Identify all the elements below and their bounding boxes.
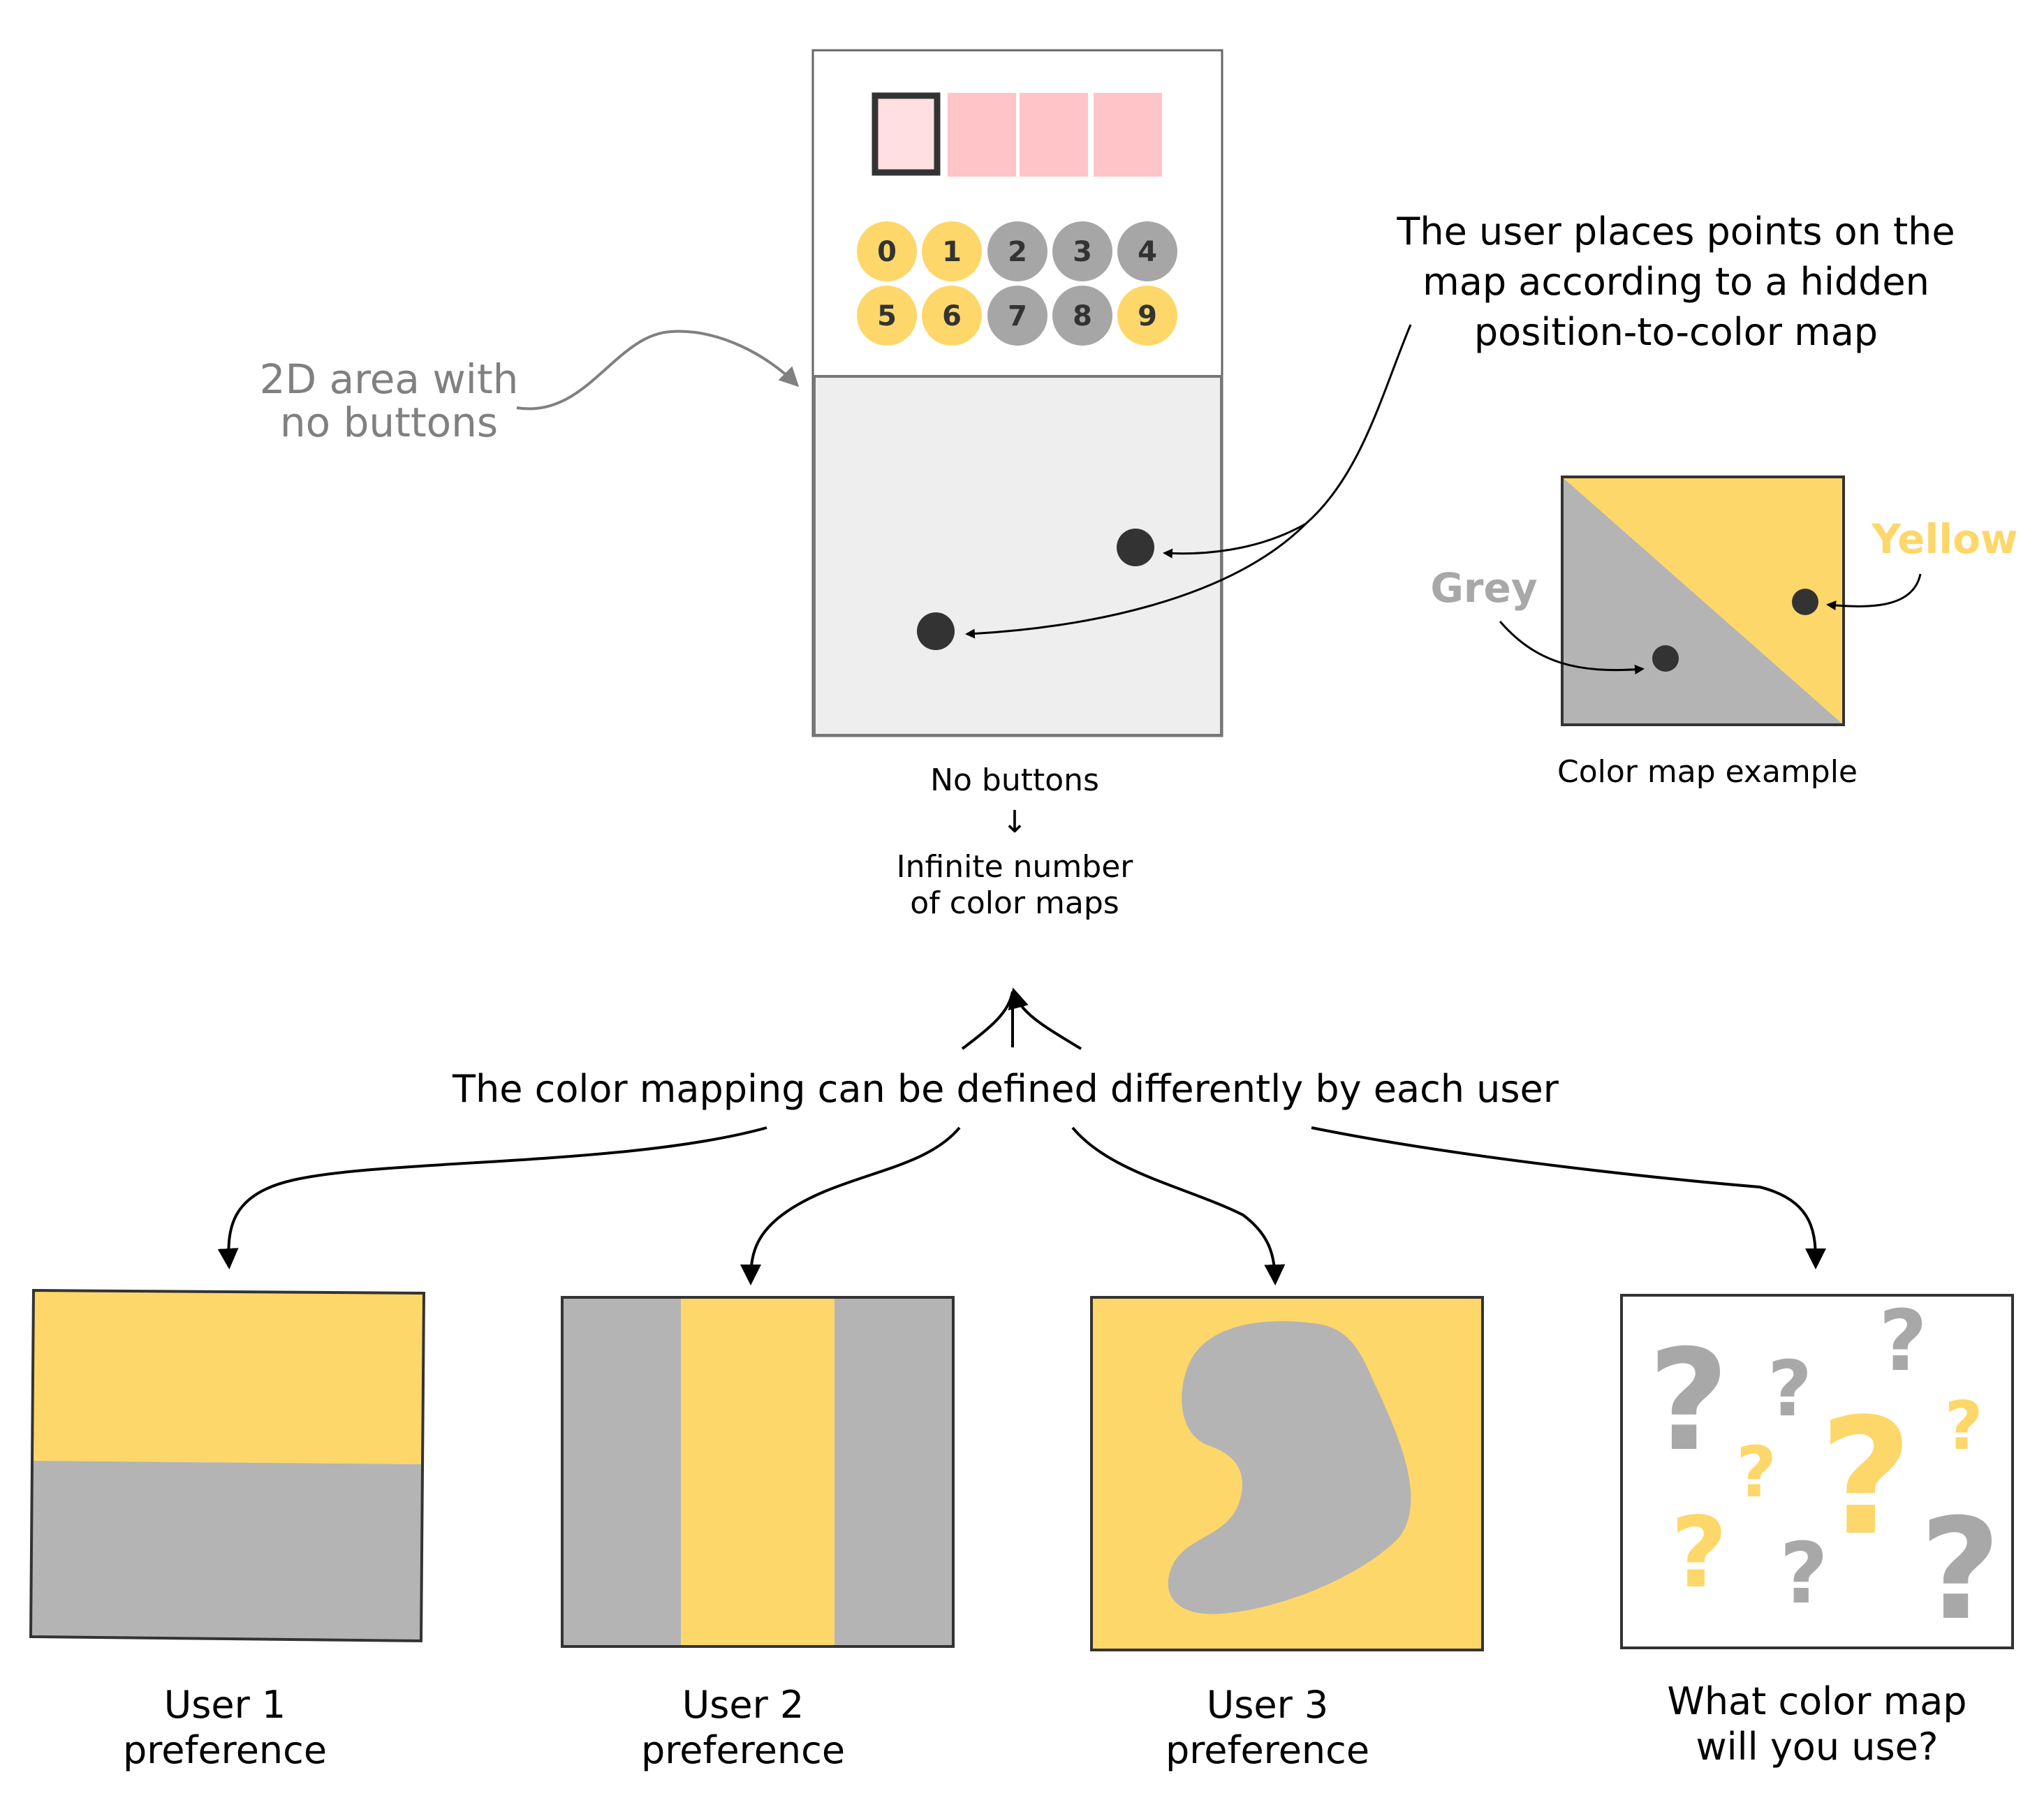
tile-2[interactable] bbox=[948, 93, 1016, 177]
panel-user-2 bbox=[561, 1296, 955, 1648]
panel-user-3 bbox=[1090, 1296, 1484, 1651]
placed-point-2 bbox=[917, 612, 955, 650]
tile-4[interactable] bbox=[1094, 93, 1162, 177]
number-buttons: 0 1 2 3 4 5 6 7 8 9 bbox=[857, 221, 1177, 346]
points-arrow-2 bbox=[965, 522, 1307, 639]
grey-label-arrow bbox=[1499, 621, 1645, 675]
number-button-label-6: 6 bbox=[942, 300, 962, 332]
color-map-example-caption: Color map example bbox=[1557, 754, 1858, 790]
panel1-grey bbox=[31, 1461, 422, 1641]
question-mark-3: ? bbox=[1878, 1293, 1927, 1390]
number-button-0[interactable] bbox=[857, 221, 917, 281]
points-arrow-1 bbox=[1163, 324, 1412, 559]
number-button-1[interactable] bbox=[922, 221, 982, 281]
number-button-5[interactable] bbox=[857, 286, 917, 346]
panel-unknown: ????????? bbox=[1620, 1293, 2014, 1651]
number-button-label-8: 8 bbox=[1073, 300, 1092, 332]
no-buttons-caption: No buttons bbox=[930, 762, 1099, 798]
panel2-yellow-stripe bbox=[681, 1297, 834, 1646]
cm-point-grey bbox=[1652, 645, 1679, 672]
selected-tile[interactable] bbox=[872, 92, 941, 176]
number-button-label-4: 4 bbox=[1138, 236, 1157, 268]
panel1-caption-line2: preference bbox=[123, 1728, 327, 1772]
fan-in-right bbox=[1008, 987, 1082, 1050]
yellow-label: Yellow bbox=[1871, 515, 2017, 563]
fan-out-1 bbox=[217, 1126, 767, 1269]
number-button-label-0: 0 bbox=[877, 236, 897, 268]
panel1-yellow bbox=[32, 1290, 424, 1464]
device-mockup: 0 1 2 3 4 5 6 7 8 9 bbox=[811, 49, 1223, 737]
number-button-4[interactable] bbox=[1117, 221, 1177, 281]
question-mark-4: ? bbox=[1944, 1388, 1983, 1465]
question-mark-2: ? bbox=[1767, 1344, 1812, 1434]
user-places-line2: map according to a hidden bbox=[1422, 260, 1929, 304]
grey-label: Grey bbox=[1430, 564, 1537, 612]
fan-in-left bbox=[961, 991, 1014, 1050]
question-mark-8: ? bbox=[1779, 1526, 1828, 1623]
cm-frame bbox=[1561, 476, 1845, 726]
panel1-caption-line1: User 1 bbox=[164, 1683, 286, 1727]
panel4-frame bbox=[1620, 1294, 2014, 1649]
fan-out-3 bbox=[1071, 1126, 1286, 1285]
panel3-grey-blob bbox=[1168, 1321, 1411, 1614]
infinite-line1: Infinite number bbox=[897, 849, 1134, 885]
fan-out-4 bbox=[1311, 1126, 1826, 1269]
panel2-frame bbox=[561, 1296, 955, 1648]
panel4-caption-line1: What color map bbox=[1667, 1679, 1966, 1723]
cm-yellow-region bbox=[1562, 477, 1844, 725]
panel1-frame bbox=[29, 1288, 426, 1643]
number-button-label-9: 9 bbox=[1138, 300, 1157, 332]
cm-point-yellow bbox=[1792, 589, 1818, 615]
number-button-label-1: 1 bbox=[942, 236, 962, 268]
number-button-2[interactable] bbox=[987, 221, 1047, 281]
user-places-line1: The user places points on the bbox=[1396, 209, 1955, 253]
yellow-label-arrow bbox=[1826, 573, 1922, 611]
question-mark-7: ? bbox=[1670, 1496, 1727, 1610]
infinite-line2: of color maps bbox=[910, 885, 1119, 921]
number-button-8[interactable] bbox=[1052, 286, 1112, 346]
question-mark-9: ? bbox=[1920, 1489, 2001, 1651]
question-mark-6: ? bbox=[1736, 1431, 1777, 1513]
tile-3[interactable] bbox=[1020, 93, 1088, 177]
panel2-caption-line1: User 2 bbox=[682, 1683, 804, 1727]
placed-point-1 bbox=[1117, 529, 1154, 566]
fan-out-2 bbox=[740, 1126, 961, 1285]
user-places-line3: position-to-color map bbox=[1474, 310, 1878, 354]
question-marks: ????????? bbox=[1648, 1293, 2001, 1651]
number-button-3[interactable] bbox=[1052, 221, 1112, 281]
number-button-6[interactable] bbox=[922, 286, 982, 346]
panel2-caption-line2: preference bbox=[641, 1728, 845, 1772]
area-note-arrow bbox=[516, 330, 800, 411]
panel3-caption-line2: preference bbox=[1166, 1728, 1369, 1772]
question-mark-1: ? bbox=[1648, 1320, 1729, 1482]
color-map-example bbox=[1561, 476, 1845, 726]
panel3-frame bbox=[1090, 1296, 1484, 1651]
number-button-7[interactable] bbox=[987, 286, 1047, 346]
number-button-label-5: 5 bbox=[877, 300, 897, 332]
panel-user-1 bbox=[29, 1288, 426, 1643]
number-button-label-3: 3 bbox=[1073, 236, 1092, 268]
number-button-label-2: 2 bbox=[1008, 236, 1027, 268]
area-note-line1: 2D area with bbox=[260, 355, 519, 403]
mapping-sentence: The color mapping can be defined differe… bbox=[452, 1067, 1559, 1111]
down-arrow-glyph: ↓ bbox=[1002, 804, 1028, 840]
question-mark-5: ? bbox=[1819, 1385, 1912, 1571]
area-note-line2: no buttons bbox=[280, 399, 498, 446]
number-button-label-7: 7 bbox=[1008, 300, 1027, 332]
panel3-caption-line1: User 3 bbox=[1207, 1683, 1329, 1727]
number-button-9[interactable] bbox=[1117, 286, 1177, 346]
panel4-caption-line2: will you use? bbox=[1696, 1725, 1939, 1769]
2d-input-area[interactable] bbox=[813, 375, 1223, 737]
